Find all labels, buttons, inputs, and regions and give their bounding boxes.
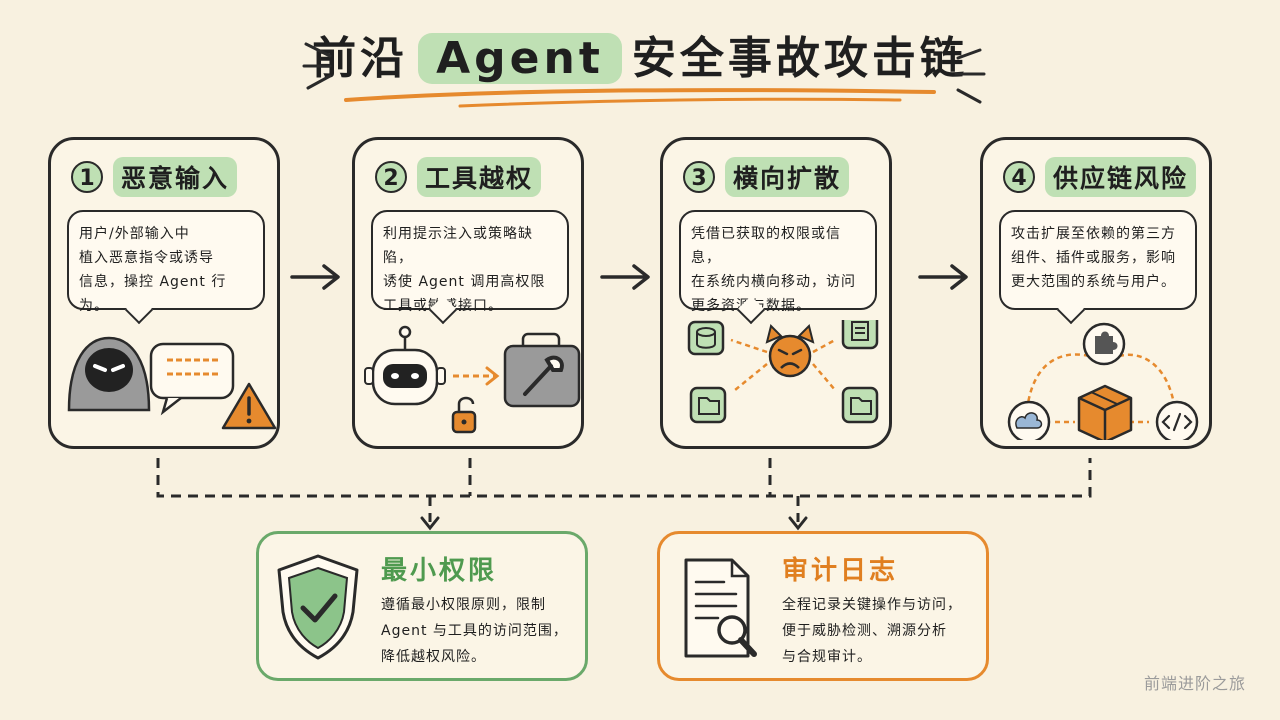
hooded-hacker-icon bbox=[67, 336, 151, 412]
step-header: 1 恶意输入 bbox=[71, 157, 238, 197]
step-description: 凭借已获取的权限或信息， 在系统内横向移动，访问 更多资源与数据。 bbox=[679, 210, 877, 325]
step-card-supply-chain: 4 供应链风险 攻击扩展至依赖的第三方 组件、插件或服务，影响 更大范围的系统与… bbox=[980, 137, 1212, 449]
flow-arrow-icon bbox=[600, 264, 650, 290]
robot-icon bbox=[364, 325, 446, 406]
message-icon bbox=[149, 342, 235, 416]
step-header: 2 工具越权 bbox=[375, 157, 542, 197]
devil-icon bbox=[765, 324, 815, 378]
shield-check-icon bbox=[277, 554, 359, 660]
step-number: 3 bbox=[683, 161, 715, 193]
unlock-icon bbox=[451, 396, 477, 434]
title-prefix: 前沿 bbox=[312, 33, 409, 84]
document-icon bbox=[841, 320, 879, 350]
step-title: 恶意输入 bbox=[113, 157, 238, 197]
defense-desc-line: 降低越权风险。 bbox=[381, 649, 486, 665]
step-description: 用户/外部输入中 植入恶意指令或诱导 信息，操控 Agent 行为。 bbox=[67, 210, 265, 325]
database-icon bbox=[687, 320, 725, 356]
step-desc-line: 更多资源与数据。 bbox=[691, 294, 865, 318]
step-desc-line: 利用提示注入或策略缺陷， bbox=[383, 226, 533, 266]
cloud-icon bbox=[1007, 400, 1051, 440]
lateral-movement-illustration bbox=[687, 320, 879, 424]
defense-desc-line: 全程记录关键操作与访问， bbox=[782, 597, 962, 613]
package-icon bbox=[1077, 384, 1133, 440]
step-number: 4 bbox=[1003, 161, 1035, 193]
step-card-lateral-movement: 3 横向扩散 凭借已获取的权限或信息， 在系统内横向移动，访问 更多资源与数据。 bbox=[660, 137, 892, 449]
step-title: 供应链风险 bbox=[1045, 157, 1197, 197]
title-spark-right-icon bbox=[954, 48, 986, 104]
step-card-tool-privilege: 2 工具越权 利用提示注入或策略缺陷， 诱使 Agent 调用高权限 工具或敏感… bbox=[352, 137, 584, 449]
defense-desc-line: 便于威胁检测、溯源分析 bbox=[782, 623, 947, 639]
step-header: 4 供应链风险 bbox=[1003, 157, 1197, 197]
warning-icon bbox=[221, 382, 277, 430]
flow-arrow-icon bbox=[918, 264, 968, 290]
step-desc-line: 在系统内横向移动，访问 bbox=[691, 274, 856, 290]
title-highlight: Agent bbox=[418, 33, 622, 84]
malicious-input-illustration bbox=[67, 336, 277, 430]
watermark: 前端进阶之旅 bbox=[1143, 674, 1246, 693]
code-icon bbox=[1155, 400, 1199, 440]
step-desc-line: 诱使 Agent 调用高权限 bbox=[383, 274, 546, 290]
defense-audit-log: 审计日志 全程记录关键操作与访问， 便于威胁检测、溯源分析 与合规审计。 bbox=[657, 531, 989, 681]
folder-icon bbox=[689, 386, 727, 424]
step-desc-line: 更大范围的系统与用户。 bbox=[1011, 274, 1176, 290]
step-description: 利用提示注入或策略缺陷， 诱使 Agent 调用高权限 工具或敏感接口。 bbox=[371, 210, 569, 325]
connector-lines bbox=[156, 458, 1092, 531]
step-header: 3 横向扩散 bbox=[683, 157, 850, 197]
step-desc-line: 凭借已获取的权限或信息， bbox=[691, 226, 841, 266]
defense-desc-line: Agent 与工具的访问范围， bbox=[381, 623, 568, 639]
flow-arrow-icon bbox=[290, 264, 340, 290]
step-desc-line: 攻击扩展至依赖的第三方 bbox=[1011, 226, 1176, 242]
folder-icon bbox=[841, 386, 879, 424]
step-desc-line: 组件、插件或服务，影响 bbox=[1011, 250, 1176, 266]
title-spark-left-icon bbox=[302, 42, 332, 90]
puzzle-icon bbox=[1082, 322, 1126, 366]
defense-least-privilege: 最小权限 遵循最小权限原则，限制 Agent 与工具的访问范围， 降低越权风险。 bbox=[256, 531, 588, 681]
title-suffix: 安全事故攻击链 bbox=[631, 33, 968, 84]
title-underline bbox=[344, 88, 936, 108]
defense-title: 审计日志 bbox=[782, 556, 899, 586]
toolbox-icon bbox=[503, 332, 581, 408]
step-number: 1 bbox=[71, 161, 103, 193]
defense-title: 最小权限 bbox=[381, 556, 498, 586]
step-desc-line: 信息，操控 Agent 行为。 bbox=[79, 274, 227, 314]
supply-chain-illustration bbox=[1007, 322, 1199, 440]
step-description: 攻击扩展至依赖的第三方 组件、插件或服务，影响 更大范围的系统与用户。 bbox=[999, 210, 1197, 325]
defense-description: 全程记录关键操作与访问， 便于威胁检测、溯源分析 与合规审计。 bbox=[782, 592, 982, 670]
step-card-malicious-input: 1 恶意输入 用户/外部输入中 植入恶意指令或诱导 信息，操控 Agent 行为… bbox=[48, 137, 280, 449]
defense-desc-line: 遵循最小权限原则，限制 bbox=[381, 597, 546, 613]
defense-desc-line: 与合规审计。 bbox=[782, 649, 872, 665]
step-desc-line: 用户/外部输入中 bbox=[79, 226, 190, 242]
step-desc-line: 植入恶意指令或诱导 bbox=[79, 250, 214, 266]
step-number: 2 bbox=[375, 161, 407, 193]
tool-privilege-illustration bbox=[364, 325, 581, 434]
defense-description: 遵循最小权限原则，限制 Agent 与工具的访问范围， 降低越权风险。 bbox=[381, 592, 581, 670]
step-desc-line: 工具或敏感接口。 bbox=[383, 294, 557, 318]
step-title: 横向扩散 bbox=[725, 157, 850, 197]
step-title: 工具越权 bbox=[417, 157, 542, 197]
audit-log-icon bbox=[684, 558, 757, 658]
